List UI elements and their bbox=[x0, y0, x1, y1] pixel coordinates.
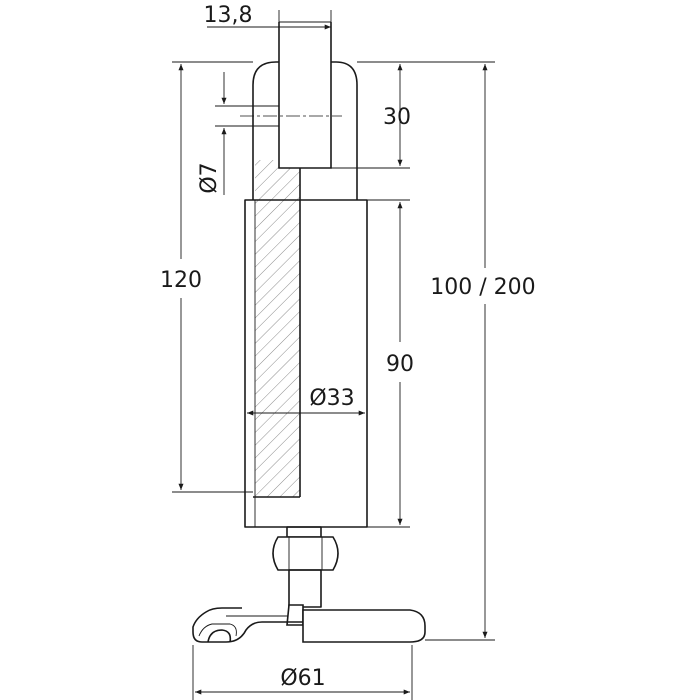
dim-slot-depth: 30 bbox=[331, 61, 411, 169]
dim-tube-diameter: Ø33 bbox=[247, 386, 365, 416]
dim-tube-diameter-label: Ø33 bbox=[309, 386, 354, 411]
dim-base-diameter: Ø61 bbox=[192, 645, 413, 700]
base-section bbox=[192, 607, 303, 643]
threaded-stem-upper bbox=[286, 526, 322, 538]
clevis-slot bbox=[278, 22, 332, 169]
dim-pin-hole-label: Ø7 bbox=[197, 162, 222, 193]
base-pad bbox=[302, 609, 426, 643]
dim-height-total: 120 bbox=[160, 61, 253, 493]
threaded-stem-lower bbox=[288, 569, 322, 608]
dim-height-total-label: 120 bbox=[160, 268, 202, 293]
rod-section-hatch bbox=[255, 160, 300, 497]
dim-tube-length: 90 bbox=[367, 199, 414, 528]
dim-pin-hole: Ø7 bbox=[197, 72, 262, 195]
dim-slot-depth-label: 30 bbox=[383, 105, 411, 130]
base-section-insert bbox=[207, 629, 232, 643]
dim-adjustment-range: 100 / 200 bbox=[357, 61, 536, 641]
dim-tube-length-label: 90 bbox=[386, 352, 414, 377]
dimensions: 13,8 30 Ø7 120 bbox=[160, 3, 536, 700]
dim-slot-width: 13,8 bbox=[204, 3, 332, 30]
base-section-inner bbox=[198, 623, 237, 637]
part-body bbox=[192, 21, 426, 643]
dim-adjustment-range-label: 100 / 200 bbox=[430, 275, 535, 300]
dim-slot-width-label: 13,8 bbox=[204, 3, 253, 28]
dim-base-diameter-label: Ø61 bbox=[280, 666, 325, 691]
hex-nut bbox=[272, 536, 339, 571]
